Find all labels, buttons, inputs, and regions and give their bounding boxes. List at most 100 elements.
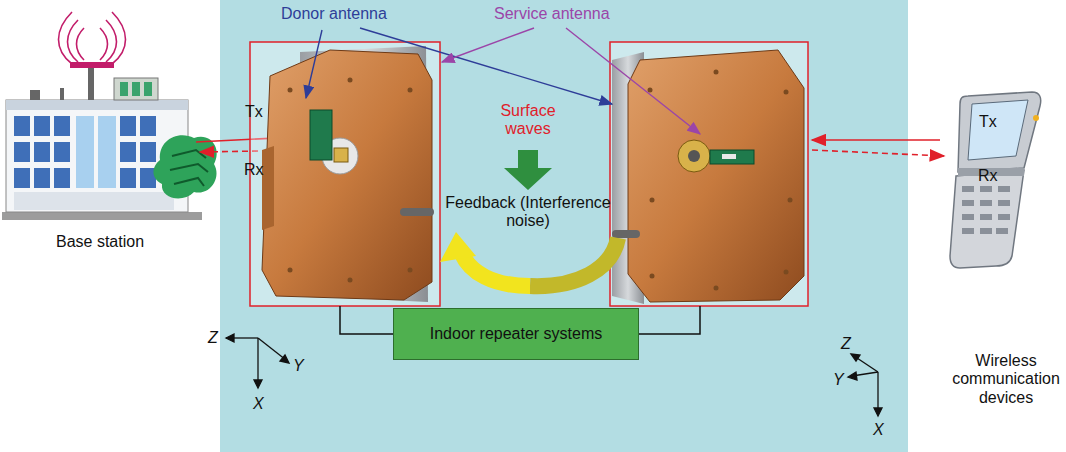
- service-antenna-photo: [612, 230, 640, 238]
- rx-arrow: [812, 150, 944, 156]
- leader-lines: [306, 30, 322, 98]
- axes-left: [258, 338, 286, 360]
- base-station-illustration: [120, 116, 136, 136]
- tx-arrow: [812, 139, 940, 141]
- phone-illustration: [980, 186, 992, 192]
- axes-left: [226, 334, 289, 388]
- base-station-illustration: [154, 135, 217, 198]
- callout-label: Donor antenna: [281, 5, 387, 23]
- service-antenna-photo: [714, 70, 719, 75]
- axis-label: Z: [841, 335, 851, 353]
- base-station-illustration: [14, 116, 156, 188]
- caption: Wireless communication devices: [944, 352, 1066, 407]
- phone-illustration: [980, 228, 992, 234]
- base-station-illustration: [34, 168, 50, 188]
- phone-illustration: [996, 228, 1008, 234]
- axes-left: [226, 334, 234, 342]
- base-station-illustration: [120, 82, 128, 96]
- phone-illustration: [968, 100, 1028, 160]
- signal-name: Tx: [979, 113, 997, 131]
- phone-illustration: [962, 214, 974, 220]
- donor-antenna-photo: [288, 268, 293, 273]
- donor-antenna-photo: [310, 110, 332, 160]
- phone-illustration: [998, 200, 1010, 206]
- phone-illustration: [998, 186, 1010, 192]
- base-station-illustration: [76, 116, 116, 188]
- feedback-arrow: [504, 150, 552, 190]
- axes-right: [851, 354, 860, 361]
- phone-illustration: [962, 186, 1010, 234]
- feedback-loop-arrow: [462, 254, 530, 286]
- donor-antenna-photo: [250, 42, 440, 306]
- service-antenna-photo: [650, 198, 655, 203]
- phone-illustration: [962, 186, 974, 192]
- base-station-illustration: [14, 142, 30, 162]
- donor-antenna-photo: [250, 42, 440, 306]
- base-station-illustration: [174, 178, 204, 186]
- annotation: Surface waves: [488, 102, 568, 139]
- service-antenna-photo: [610, 42, 808, 306]
- base-station-illustration: [132, 82, 140, 96]
- base-station-illustration: [14, 168, 30, 188]
- box-text: Indoor repeater systems: [430, 324, 603, 343]
- axis-label: Y: [293, 357, 304, 375]
- donor-antenna-photo: [334, 148, 348, 162]
- donor-antenna-photo: [288, 88, 293, 93]
- axes-right: [848, 372, 857, 380]
- service-antenna-photo: [788, 198, 793, 203]
- donor-antenna-photo: [400, 208, 434, 216]
- phone-illustration: [962, 228, 974, 234]
- signal-name: Tx: [245, 103, 263, 121]
- donor-antenna-photo: [262, 146, 274, 230]
- axis-label: X: [873, 421, 884, 439]
- base-station-illustration: [172, 150, 206, 158]
- base-station-illustration: [30, 90, 40, 100]
- donor-antenna-photo: [250, 42, 440, 306]
- base-station-illustration: [14, 192, 174, 210]
- donor-antenna-photo: [408, 88, 413, 93]
- callout-label: Service antenna: [494, 5, 610, 23]
- donor-antenna-photo: [348, 78, 353, 83]
- service-antenna-photo: [678, 140, 710, 172]
- system-box: Indoor repeater systems: [393, 308, 639, 360]
- phone-illustration: [1033, 115, 1039, 121]
- annotation: Feedback (Interference noise): [443, 194, 613, 231]
- service-antenna-photo: [722, 154, 736, 159]
- axes-right: [848, 354, 882, 416]
- base-station-illustration: [100, 28, 108, 60]
- base-station-illustration: [60, 88, 64, 100]
- base-station-illustration: [54, 142, 70, 162]
- base-station-illustration: [140, 116, 156, 136]
- service-antenna-photo: [648, 70, 793, 291]
- phone-illustration: [980, 214, 992, 220]
- service-antenna-photo: [610, 42, 808, 306]
- axes-left: [257, 338, 258, 384]
- base-station-illustration: [59, 12, 126, 64]
- axis-label: X: [253, 395, 264, 413]
- base-station-illustration: [54, 168, 70, 188]
- phone-illustration: [958, 92, 1041, 172]
- signal-name: Rx: [978, 167, 998, 185]
- base-station-illustration: [88, 68, 94, 100]
- base-station-illustration: [14, 116, 30, 136]
- axes-right: [877, 372, 878, 412]
- base-station-illustration: [6, 100, 188, 110]
- leader-lines: [360, 28, 612, 104]
- feedback-loop-arrow: [440, 232, 476, 262]
- service-antenna-photo: [650, 274, 655, 279]
- phone-illustration: [998, 214, 1010, 220]
- base-station-illustration: [140, 142, 156, 162]
- base-station-illustration: [68, 20, 79, 62]
- caption: Base station: [56, 233, 144, 251]
- service-antenna-photo: [784, 270, 789, 275]
- leader-lines: [566, 28, 700, 134]
- service-antenna-photo: [648, 88, 653, 93]
- base-station-illustration: [144, 82, 152, 96]
- axes-right: [874, 408, 882, 416]
- axis-label: Y: [833, 371, 844, 389]
- service-antenna-photo: [610, 42, 808, 306]
- base-station-illustration: [2, 212, 202, 220]
- base-station-illustration: [120, 168, 136, 188]
- service-antenna-photo: [710, 150, 754, 164]
